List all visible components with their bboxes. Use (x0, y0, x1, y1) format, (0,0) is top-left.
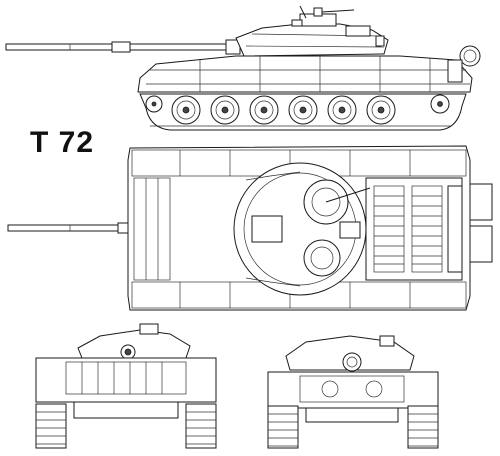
side-hull (137, 45, 481, 93)
rear-hull (267, 371, 439, 423)
rear-tracks (267, 405, 439, 449)
side-view (5, 5, 481, 131)
top-view (7, 145, 493, 311)
rear-view (267, 335, 439, 449)
top-engine-deck (365, 177, 493, 281)
front-tracks (35, 403, 217, 449)
side-turret (235, 5, 389, 57)
side-track (139, 93, 467, 131)
side-road-wheels (145, 94, 450, 125)
drawing-title: T 72 (30, 126, 95, 159)
side-gun-barrel (5, 39, 241, 55)
front-view (35, 323, 217, 449)
front-hull (35, 357, 217, 419)
top-turret (233, 162, 371, 296)
